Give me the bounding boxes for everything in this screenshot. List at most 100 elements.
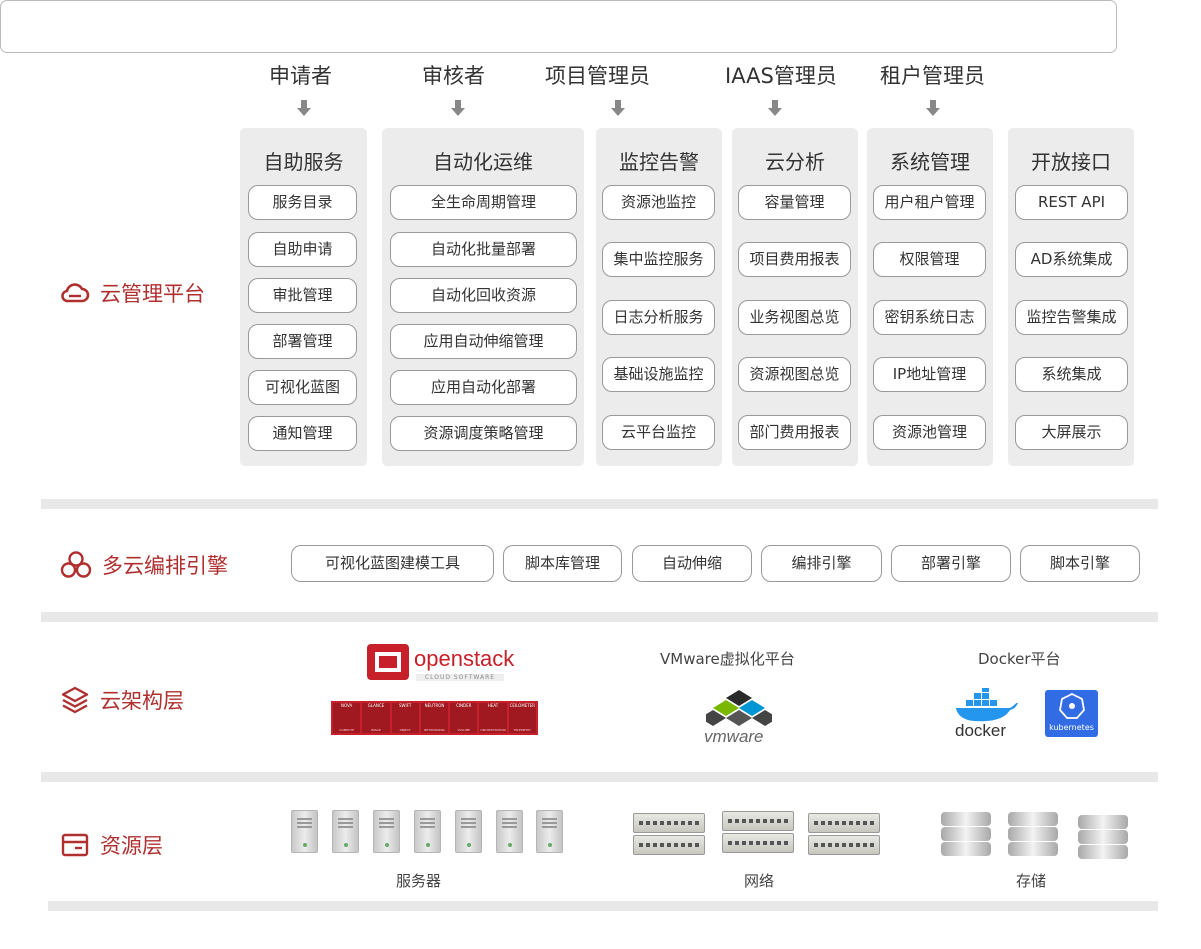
vmware-platform-title: VMware虚拟化平台	[660, 650, 795, 668]
layer-title: 云架构层	[100, 689, 184, 713]
item-central-monitor: 集中监控服务	[602, 242, 715, 277]
column-automation-ops: 自动化运维 全生命周期管理 自动化批量部署 自动化回收资源 应用自动伸缩管理 应…	[382, 128, 584, 466]
docker-whale-icon	[956, 688, 1018, 722]
item-batch-deploy: 自动化批量部署	[390, 232, 577, 267]
network-switch-icon	[722, 811, 794, 831]
item-visual-blueprint: 可视化蓝图	[248, 370, 357, 405]
item-infra-monitor: 基础设施监控	[602, 357, 715, 392]
server-icon	[455, 810, 482, 853]
item-notify-mgmt: 通知管理	[248, 416, 357, 451]
column-title: 开放接口	[1031, 150, 1111, 174]
storage-disk-icon	[1078, 830, 1128, 844]
arrow-down-icon	[926, 100, 940, 117]
engine-script-library: 脚本库管理	[503, 545, 622, 582]
kubernetes-wordmark: kubernetes	[1049, 723, 1094, 732]
arrow-down-icon	[611, 100, 625, 117]
network-switch-icon	[808, 813, 880, 833]
item-big-screen: 大屏展示	[1015, 415, 1128, 450]
column-title: 系统管理	[890, 150, 970, 174]
item-approval-mgmt: 审批管理	[248, 278, 357, 313]
storage-disk-icon	[941, 812, 991, 826]
docker-platform-title: Docker平台	[978, 650, 1061, 668]
item-system-integration: 系统集成	[1015, 357, 1128, 392]
layer-label-cloud-mgmt: 云管理平台	[60, 278, 205, 308]
item-capacity-mgmt: 容量管理	[738, 185, 851, 220]
server-icon	[536, 810, 563, 853]
storage-disk-icon	[941, 827, 991, 841]
separator	[48, 901, 1158, 911]
layer-label-orchestration: 多云编排引擎	[60, 550, 228, 580]
item-rest-api: REST API	[1015, 185, 1128, 220]
openstack-wordmark: openstack	[414, 646, 515, 671]
server-icon	[291, 810, 318, 853]
layer-label-resource: 资源层	[60, 830, 163, 860]
item-ad-integration: AD系统集成	[1015, 242, 1128, 277]
layer-title: 多云编排引擎	[102, 554, 228, 578]
arrow-down-icon	[451, 100, 465, 117]
network-switch-icon	[633, 835, 705, 855]
item-permission-mgmt: 权限管理	[873, 242, 986, 277]
engine-blueprint-tool: 可视化蓝图建模工具	[291, 545, 494, 582]
column-self-service: 自助服务 服务目录 自助申请 审批管理 部署管理 可视化蓝图 通知管理	[240, 128, 367, 466]
item-auto-scaling-mgmt: 应用自动伸缩管理	[390, 324, 577, 359]
role-reviewer: 审核者	[422, 64, 485, 88]
storage-disk-icon	[1008, 812, 1058, 826]
item-alert-integration: 监控告警集成	[1015, 300, 1128, 335]
resource-network-label: 网络	[744, 872, 775, 890]
openstack-subtitle: CLOUD SOFTWARE	[416, 674, 504, 681]
engine-auto-scaling: 自动伸缩	[632, 545, 752, 582]
item-log-analysis: 日志分析服务	[602, 300, 715, 335]
server-icon	[332, 810, 359, 853]
column-system-mgmt: 系统管理 用户租户管理 权限管理 密钥系统日志 IP地址管理 资源池管理	[867, 128, 993, 466]
item-lifecycle-mgmt: 全生命周期管理	[390, 185, 577, 220]
item-app-auto-deploy: 应用自动化部署	[390, 370, 577, 405]
item-scheduling-policy: 资源调度策略管理	[390, 416, 577, 451]
network-switch-icon	[808, 835, 880, 855]
item-ip-mgmt: IP地址管理	[873, 357, 986, 392]
vmware-wordmark: vmware	[704, 727, 764, 746]
column-title: 监控告警	[619, 150, 699, 174]
server-icon	[373, 810, 400, 853]
server-icon	[496, 810, 523, 853]
role-project-admin: 项目管理员	[545, 64, 650, 88]
separator	[41, 499, 1158, 509]
server-icon	[414, 810, 441, 853]
storage-disk-icon	[1078, 845, 1128, 859]
engine-script: 脚本引擎	[1020, 545, 1140, 582]
item-pool-monitor: 资源池监控	[602, 185, 715, 220]
storage-disk-icon	[1078, 815, 1128, 829]
resource-card-icon	[61, 833, 89, 857]
layer-title: 云管理平台	[100, 282, 205, 306]
column-title: 自动化运维	[433, 150, 533, 174]
item-pool-mgmt: 资源池管理	[873, 415, 986, 450]
cloud-icon	[61, 283, 90, 303]
role-tenant-admin: 租户管理员	[880, 64, 985, 88]
item-self-apply: 自助申请	[248, 232, 357, 267]
item-auto-reclaim: 自动化回收资源	[390, 278, 577, 313]
openstack-logo-icon	[367, 644, 409, 680]
item-service-catalog: 服务目录	[248, 185, 357, 220]
role-applicant: 申请者	[269, 64, 332, 88]
item-resource-view: 资源视图总览	[738, 357, 851, 392]
separator	[41, 772, 1158, 782]
item-user-tenant-mgmt: 用户租户管理	[873, 185, 986, 220]
roles-bar	[0, 0, 1117, 53]
network-switch-icon	[633, 813, 705, 833]
role-iaas-admin: IAAS管理员	[725, 64, 837, 88]
engine-orchestration: 编排引擎	[761, 545, 882, 582]
resource-servers-label: 服务器	[396, 872, 442, 890]
multi-cloud-icon	[60, 551, 92, 578]
kubernetes-logo: kubernetes	[1045, 690, 1098, 737]
resource-storage-label: 存储	[1016, 872, 1047, 890]
arrow-down-icon	[768, 100, 782, 117]
column-title: 云分析	[765, 150, 825, 174]
kubernetes-wheel-icon	[1059, 693, 1085, 719]
